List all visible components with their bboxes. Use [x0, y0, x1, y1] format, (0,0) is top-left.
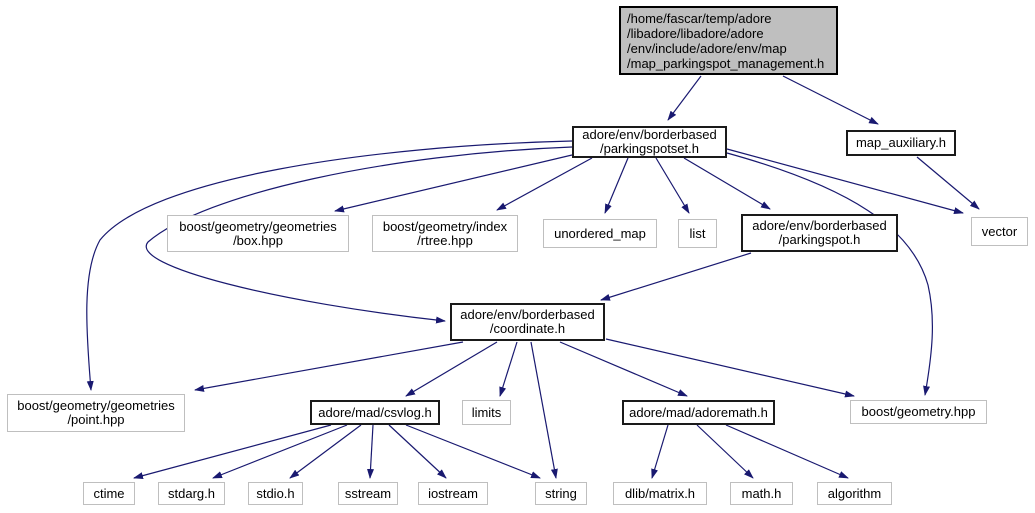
- node-label: adore/mad/csvlog.h: [318, 404, 432, 420]
- edge-coordinate-to-string: [530, 341, 558, 479]
- graph-node-limits: limits: [462, 400, 511, 425]
- node-label: string: [545, 485, 577, 501]
- node-label: vector: [981, 223, 1018, 239]
- edge-map-parkingspot-management-to-map-auxiliary: [782, 75, 879, 125]
- edge-coordinate-to-adoremath: [559, 341, 688, 397]
- node-label: adore/mad/adoremath.h: [629, 404, 768, 420]
- edge-parkingspotset-to-boost-box-hpp: [334, 154, 573, 213]
- edge-parkingspotset-to-boost-rtree-hpp: [496, 157, 593, 211]
- graph-node-math-h: math.h: [730, 482, 793, 505]
- edge-coordinate-to-boost-point-hpp: [194, 341, 464, 392]
- edge-parkingspotset-to-coordinate: [145, 146, 573, 324]
- edge-csvlog-to-iostream: [388, 424, 447, 479]
- node-label: dlib/matrix.h: [624, 485, 696, 501]
- edge-csvlog-to-string: [405, 424, 541, 479]
- node-label: limits: [471, 404, 502, 420]
- graph-node-boost-point-hpp: boost/geometry/geometries /point.hpp: [7, 394, 185, 432]
- graph-node-unordered-map: unordered_map: [543, 219, 657, 248]
- edge-parkingspotset-to-parkingspot: [683, 157, 771, 210]
- edge-map-parkingspot-management-to-parkingspotset: [667, 75, 702, 121]
- edge-map-auxiliary-to-vector: [916, 156, 980, 210]
- node-label: boost/geometry/geometries /point.hpp: [17, 398, 175, 427]
- edge-adoremath-to-math-h: [696, 424, 754, 479]
- graph-node-adoremath[interactable]: adore/mad/adoremath.h: [622, 400, 775, 425]
- node-label: boost/geometry/index /rtree.hpp: [382, 218, 508, 248]
- graph-node-boost-geometry-hpp: boost/geometry.hpp: [850, 400, 987, 424]
- graph-node-dlib-matrix-h: dlib/matrix.h: [613, 482, 707, 505]
- node-label: iostream: [428, 485, 478, 501]
- node-label: sstream: [344, 485, 392, 501]
- edge-parkingspotset-to-unordered-map: [604, 157, 629, 214]
- graph-node-boost-rtree-hpp: boost/geometry/index /rtree.hpp: [372, 215, 518, 252]
- edge-parkingspot-to-coordinate: [600, 252, 752, 301]
- edge-parkingspotset-to-boost-geometry-hpp: [726, 152, 933, 396]
- edge-csvlog-to-sstream: [367, 424, 375, 479]
- graph-node-algorithm: algorithm: [817, 482, 892, 505]
- graph-node-string: string: [535, 482, 587, 505]
- graph-node-vector: vector: [971, 217, 1028, 246]
- node-label: adore/env/borderbased /parkingspotset.h: [582, 127, 717, 156]
- node-label: boost/geometry/geometries /box.hpp: [179, 218, 337, 248]
- edge-parkingspotset-to-list: [655, 157, 690, 214]
- edge-parkingspotset-to-vector: [726, 148, 964, 215]
- graph-node-map-auxiliary[interactable]: map_auxiliary.h: [846, 130, 956, 156]
- graph-node-sstream: sstream: [338, 482, 398, 505]
- graph-node-list: list: [678, 219, 717, 248]
- node-label: algorithm: [827, 485, 882, 501]
- node-label: math.h: [741, 485, 782, 501]
- node-label: unordered_map: [554, 225, 646, 241]
- graph-node-stdarg-h: stdarg.h: [158, 482, 225, 505]
- graph-node-ctime: ctime: [83, 482, 135, 505]
- graph-node-map-parkingspot-management: /home/fascar/temp/adore /libadore/libado…: [619, 6, 838, 75]
- node-label: stdarg.h: [168, 485, 215, 501]
- node-label: adore/env/borderbased /parkingspot.h: [752, 218, 887, 247]
- graph-node-iostream: iostream: [418, 482, 488, 505]
- node-label: map_auxiliary.h: [855, 135, 947, 150]
- graph-node-csvlog[interactable]: adore/mad/csvlog.h: [310, 400, 440, 425]
- edge-coordinate-to-csvlog: [405, 341, 498, 397]
- graph-node-coordinate[interactable]: adore/env/borderbased /coordinate.h: [450, 303, 605, 341]
- edge-parkingspotset-to-boost-point-hpp: [86, 140, 573, 391]
- edge-csvlog-to-stdarg-h: [212, 424, 348, 479]
- node-label: list: [689, 225, 706, 241]
- edge-csvlog-to-ctime: [133, 424, 332, 480]
- edge-adoremath-to-algorithm: [725, 424, 849, 479]
- node-label: ctime: [93, 485, 125, 501]
- graph-node-boost-box-hpp: boost/geometry/geometries /box.hpp: [167, 215, 349, 252]
- graph-node-parkingspot[interactable]: adore/env/borderbased /parkingspot.h: [741, 214, 898, 252]
- edge-coordinate-to-limits: [499, 341, 518, 397]
- node-label: /home/fascar/temp/adore /libadore/libado…: [627, 10, 825, 71]
- node-label: stdio.h: [256, 485, 295, 501]
- node-label: boost/geometry.hpp: [861, 404, 976, 419]
- edge-coordinate-to-boost-geometry-hpp: [605, 338, 855, 398]
- edge-adoremath-to-dlib-matrix-h: [651, 424, 669, 479]
- node-label: adore/env/borderbased /coordinate.h: [460, 307, 595, 336]
- graph-node-stdio-h: stdio.h: [248, 482, 303, 505]
- graph-node-parkingspotset[interactable]: adore/env/borderbased /parkingspotset.h: [572, 126, 727, 158]
- edge-csvlog-to-stdio-h: [289, 424, 362, 479]
